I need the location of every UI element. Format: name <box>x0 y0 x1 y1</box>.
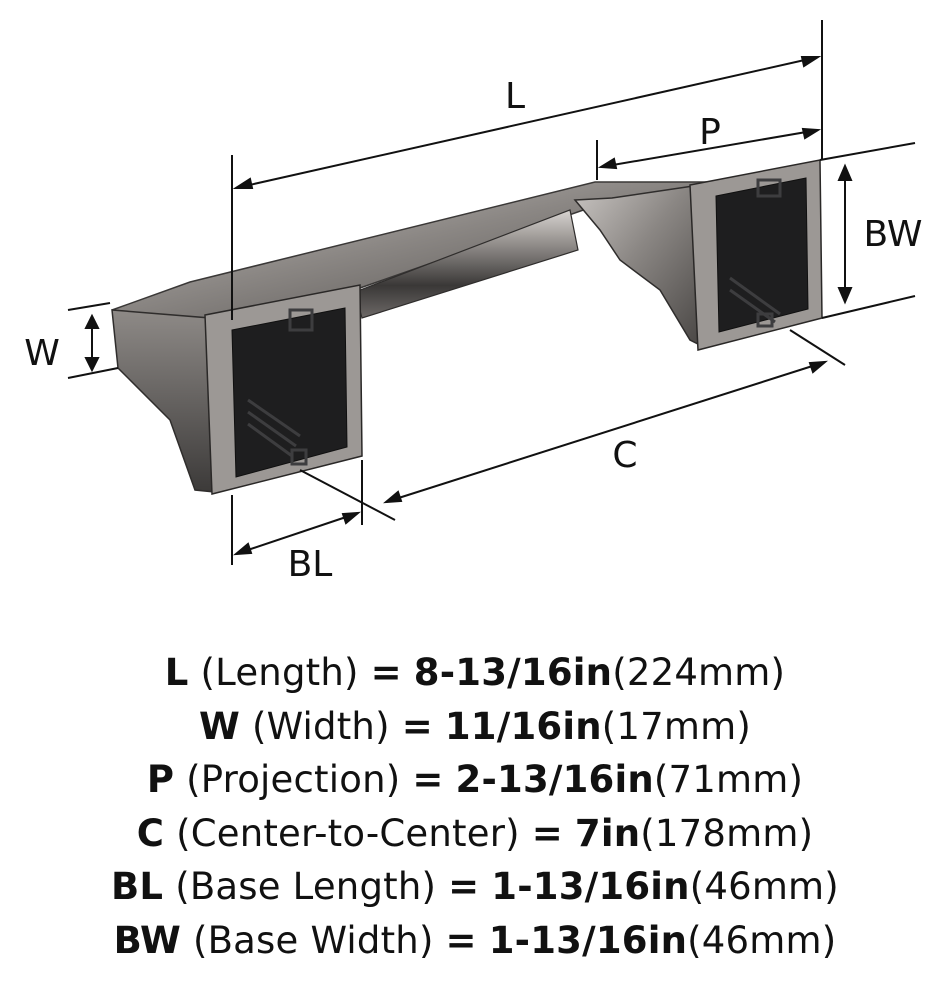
spec-metric: (17mm) <box>601 704 752 748</box>
product-dimension-drawing: L P BW W C BL <box>24 20 923 585</box>
left-arm <box>111 309 216 493</box>
spec-name: (Center-to-Center) <box>176 811 520 855</box>
right-base-ribs <box>729 178 782 328</box>
spec-line-base-width: BW (Base Width) = 1-13/16in(46mm) <box>113 918 837 962</box>
spec-line-width: W (Width) = 11/16in(17mm) <box>198 704 752 748</box>
spec-imperial: 7in <box>574 811 641 855</box>
label-base-length: BL <box>288 544 333 585</box>
label-width: W <box>24 333 60 374</box>
label-projection: P <box>699 112 721 153</box>
spec-name: (Length) <box>200 651 359 694</box>
right-base-cavity <box>715 177 809 333</box>
spec-imperial: 2-13/16in <box>455 758 654 801</box>
spec-imperial: 8-13/16in <box>413 651 613 694</box>
spec-metric: (71mm) <box>653 758 804 801</box>
spec-line-base-length: BL (Base Length) = 1-13/16in(46mm) <box>111 865 839 908</box>
left-base-ribs <box>247 308 314 466</box>
dimension-spec-list: L (Length) = 8-13/16in(224mm) W (Width) … <box>0 646 950 967</box>
spec-line-projection: P (Projection) = 2-13/16in(71mm) <box>146 758 804 801</box>
dimension-lines <box>67 20 916 565</box>
spec-code: BL <box>111 865 164 908</box>
spec-line-length: L (Length) = 8-13/16in(224mm) <box>164 651 786 694</box>
spec-name: (Width) <box>251 704 390 748</box>
spec-metric: (178mm) <box>640 811 814 855</box>
spec-imperial: 1-13/16in <box>488 918 688 962</box>
spec-name: (Base Width) <box>192 918 434 962</box>
spec-name: (Projection) <box>186 758 401 801</box>
spec-metric: (46mm) <box>687 918 837 962</box>
label-center-to-center: C <box>612 435 637 476</box>
right-arm <box>573 184 701 347</box>
spec-name: (Base Length) <box>175 865 437 908</box>
spec-code: BW <box>113 918 181 962</box>
spec-metric: (46mm) <box>689 865 839 908</box>
spec-code: W <box>198 704 240 748</box>
spec-code: P <box>146 758 175 801</box>
spec-line-center-to-center: C (Center-to-Center) = 7in(178mm) <box>136 811 814 855</box>
left-base-cavity <box>231 307 348 478</box>
spec-imperial: 11/16in <box>444 704 602 748</box>
spec-code: C <box>136 811 165 855</box>
spec-metric: (224mm) <box>612 651 786 694</box>
toilet-paper-holder-illustration <box>111 159 823 495</box>
label-length: L <box>505 76 525 117</box>
spec-code: L <box>164 651 189 694</box>
spec-imperial: 1-13/16in <box>491 865 690 908</box>
label-base-width: BW <box>863 214 922 255</box>
